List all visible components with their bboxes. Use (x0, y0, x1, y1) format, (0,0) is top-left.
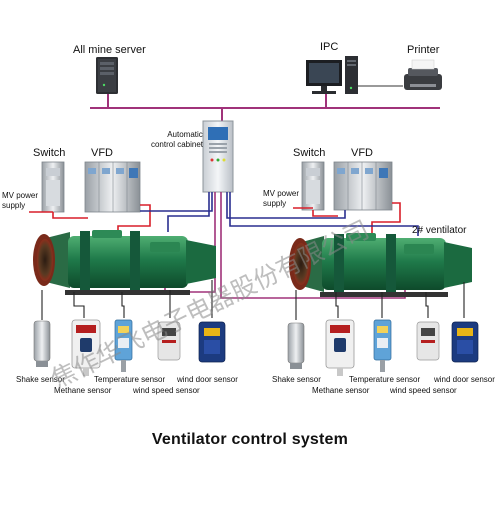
left-power-label-line2: supply (2, 201, 26, 210)
right-wind-speed-sensor-icon (416, 321, 440, 361)
right-temperature-sensor-label: Temperature sensor (349, 375, 421, 384)
left-wind-speed-sensor-label: wind speed sensor (133, 386, 200, 395)
right-sensor-wiring (295, 282, 465, 320)
left-switch-cabinet (41, 161, 65, 213)
cabinet-label-line2: control cabinet (150, 140, 204, 149)
left-wind-speed-sensor-icon (157, 321, 181, 361)
left-ventilator (33, 230, 216, 295)
left-shake-sensor-label: Shake sensor (16, 375, 65, 384)
server-icon (96, 57, 118, 94)
right-power-label-line2: supply (263, 199, 287, 208)
right-ventilator (289, 233, 472, 297)
cabinet-label-line1: Automatic (167, 130, 203, 139)
ipc-label: IPC (320, 41, 339, 53)
right-switch-label: Switch (293, 147, 326, 159)
right-methane-sensor-icon (325, 319, 355, 376)
left-vfd-label: VFD (91, 147, 113, 159)
left-wind-door-sensor-icon (198, 321, 226, 363)
left-power-label-line1: MV power (2, 191, 39, 200)
ethernet-bus (90, 85, 440, 122)
right-shake-sensor-icon (287, 322, 305, 369)
server-label: All mine server (73, 44, 146, 56)
diagram-title: Ventilator control system (151, 431, 349, 448)
left-wind-door-sensor-label: wind door sensor (177, 375, 238, 384)
right-vfd-cabinets (333, 161, 393, 211)
left-switch-label: Switch (33, 147, 66, 159)
right-power-label-line1: MV power (263, 189, 300, 198)
left-vfd-cabinets (84, 161, 141, 213)
right-wind-door-sensor-icon (451, 321, 479, 363)
control-cabinet (202, 120, 234, 193)
power-lines (29, 202, 401, 238)
right-switch-cabinet (301, 161, 325, 211)
ipc-computer-icon (306, 56, 358, 94)
right-shake-sensor-label: Shake sensor (272, 375, 321, 384)
left-temperature-sensor-icon (114, 319, 133, 372)
left-shake-sensor-icon (33, 320, 51, 367)
right-wind-speed-sensor-label: wind speed sensor (390, 386, 457, 395)
right-vfd-label: VFD (351, 147, 373, 159)
right-temperature-sensor-icon (373, 319, 392, 372)
right-wind-door-sensor-label: wind door sensor (434, 375, 495, 384)
right-methane-sensor-label: Methane sensor (312, 386, 370, 395)
left-temperature-sensor-label: Temperature sensor (94, 375, 166, 384)
left-methane-sensor-icon (71, 319, 101, 376)
left-sensor-wiring (41, 280, 213, 320)
printer-icon (404, 59, 442, 90)
left-methane-sensor-label: Methane sensor (54, 386, 112, 395)
ventilator-2-label: 2# ventilator (412, 225, 467, 236)
printer-label: Printer (407, 44, 440, 56)
